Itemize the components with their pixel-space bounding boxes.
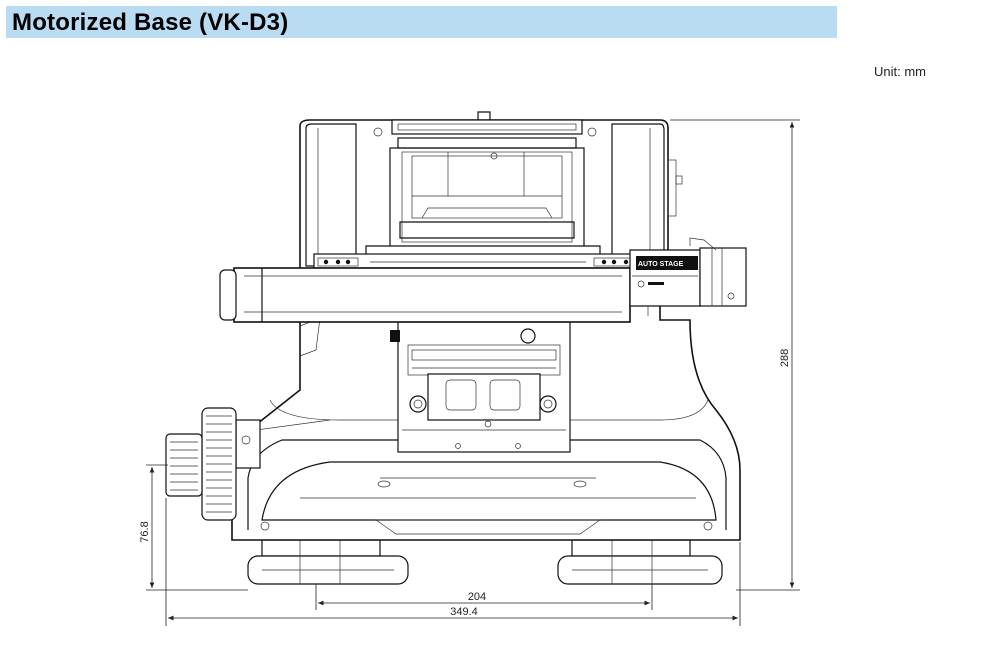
- unit-label: Unit: mm: [874, 64, 926, 79]
- page-title: Motorized Base (VK-D3): [12, 9, 289, 36]
- overall-width-dimension-label: 349.4: [450, 606, 478, 618]
- focus-mechanism: [299, 317, 571, 453]
- dimension-overall-width: 349.4: [165, 498, 741, 626]
- knob-height-dimension-label: 76.8: [139, 521, 151, 542]
- auto-stage-label: AUTO STAGE: [638, 261, 684, 268]
- dimension-foot-spacing: 204: [315, 584, 653, 610]
- dimension-height: 288: [670, 119, 800, 591]
- title-bar: Motorized Base (VK-D3): [6, 6, 837, 38]
- upper-column: [299, 111, 683, 271]
- knob-knurling: [170, 415, 232, 513]
- left-foot: [247, 539, 409, 585]
- height-dimension-label: 288: [779, 349, 791, 367]
- stage-bar: AUTO STAGE: [219, 237, 747, 323]
- focus-knob: [165, 407, 261, 521]
- right-foot: [557, 539, 723, 585]
- foot-spacing-dimension-label: 204: [468, 591, 486, 603]
- dimension-knob-height: 76.8: [139, 464, 248, 591]
